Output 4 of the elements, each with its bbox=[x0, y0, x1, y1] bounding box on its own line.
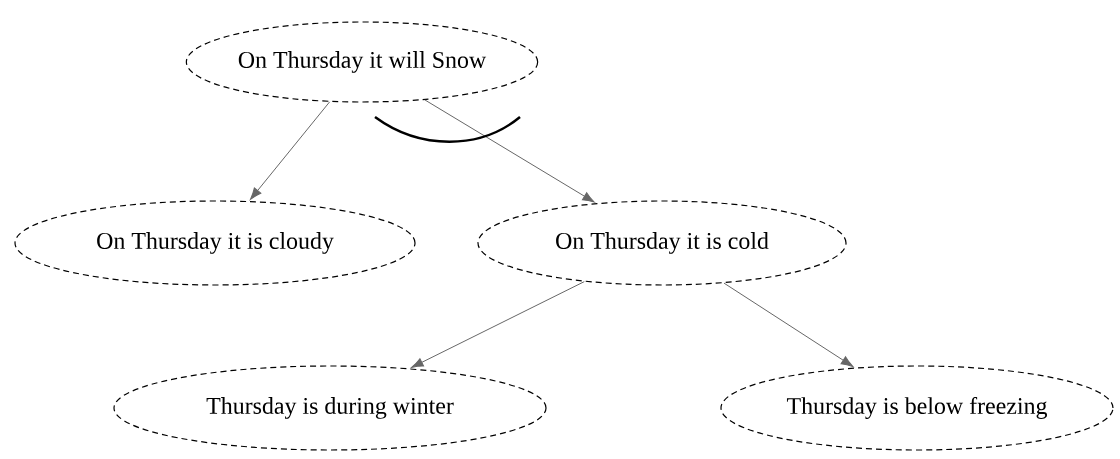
arrow bbox=[424, 99, 595, 203]
arrow bbox=[249, 101, 331, 200]
arrow bbox=[723, 282, 854, 367]
arrow bbox=[411, 281, 585, 368]
